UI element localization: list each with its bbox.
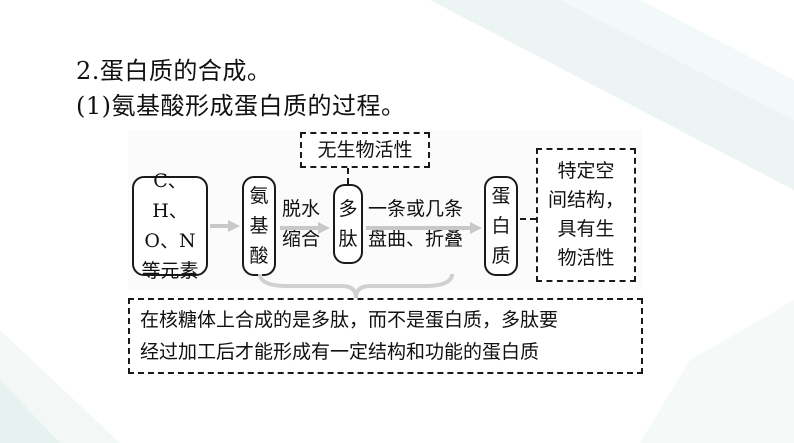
dehydration-label: 脱水 bbox=[282, 198, 321, 220]
subsection-heading: (1)氨基酸形成蛋白质的过程。 bbox=[76, 92, 406, 120]
chains-label: 一条或几条 bbox=[368, 198, 464, 220]
arrow-amino-acid-to-polypeptide bbox=[280, 222, 330, 234]
amino-acid-box: 氨基酸 bbox=[242, 176, 276, 276]
protein-note-connector bbox=[520, 218, 536, 220]
protein-note-line-1: 特定空 bbox=[557, 160, 615, 182]
folding-label: 盘曲、折叠 bbox=[368, 228, 464, 250]
polypeptide-note-connector bbox=[347, 168, 349, 184]
synthesis-note: 在核糖体上合成的是多肽，而不是蛋白质，多肽要 经过加工后才能形成有一定结构和功能… bbox=[128, 298, 643, 374]
note-line-2: 经过加工后才能形成有一定结构和功能的蛋白质 bbox=[140, 341, 540, 363]
section-heading: 2.蛋白质的合成。 bbox=[76, 57, 272, 85]
arrow-elements-to-amino-acid bbox=[210, 220, 240, 232]
no-bio-activity-text: 无生物活性 bbox=[317, 138, 413, 161]
polypeptide-box: 多肽 bbox=[333, 184, 363, 264]
polypeptide-box-text: 多肽 bbox=[338, 198, 358, 250]
brace-decoration bbox=[258, 273, 454, 299]
condensation-label: 缩合 bbox=[282, 228, 321, 250]
protein-box: 蛋白质 bbox=[484, 176, 518, 276]
protein-note-line-2: 间结构， bbox=[547, 189, 624, 211]
arrow-polypeptide-to-protein bbox=[366, 222, 482, 234]
protein-property-note: 特定空 间结构， 具有生 物活性 bbox=[536, 148, 636, 282]
protein-note-line-3: 具有生 bbox=[557, 218, 615, 240]
protein-box-text: 蛋白质 bbox=[491, 185, 511, 267]
amino-acid-box-text: 氨基酸 bbox=[249, 185, 269, 267]
elements-box: C、H、O、N等元素 bbox=[132, 170, 208, 282]
protein-note-line-4: 物活性 bbox=[557, 247, 615, 269]
elements-box-text: C、H、O、N等元素 bbox=[141, 170, 199, 282]
protein-synthesis-diagram: C、H、O、N等元素 氨基酸 脱水 缩合 无生物活性 多肽 一条或几条 盘曲、折… bbox=[128, 130, 643, 290]
note-line-1: 在核糖体上合成的是多肽，而不是蛋白质，多肽要 bbox=[140, 309, 559, 331]
no-bio-activity-note: 无生物活性 bbox=[300, 132, 430, 168]
